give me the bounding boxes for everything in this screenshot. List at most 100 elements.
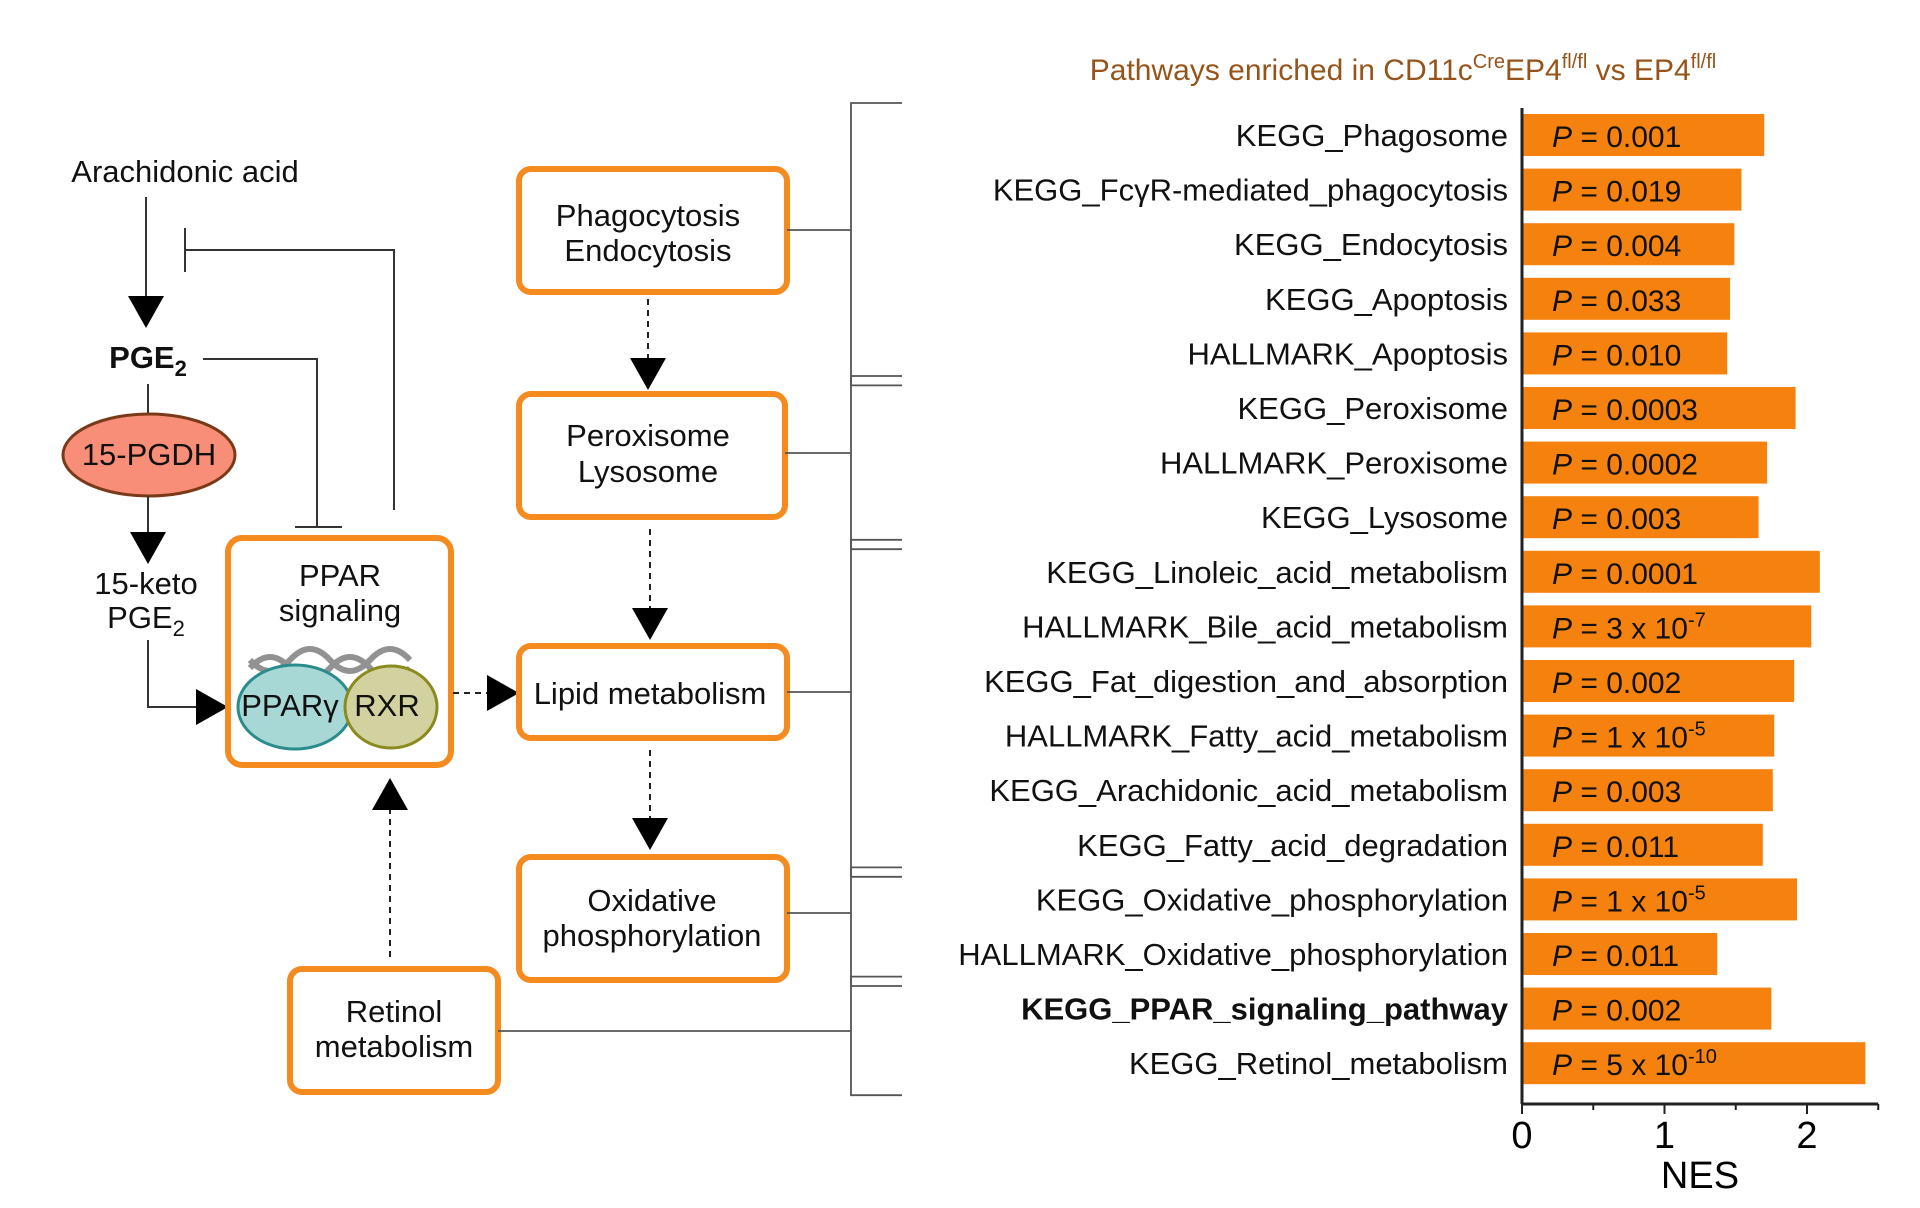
oxid-label-line2: phosphorylation — [543, 918, 762, 953]
x-tick-label: 0 — [1511, 1115, 1532, 1157]
bar — [1522, 714, 1775, 757]
bar-row: KEGG_Phagosome P = 0.001 — [1236, 114, 1765, 156]
group-bracket — [850, 538, 902, 878]
group-bracket — [850, 975, 902, 1097]
category-label: HALLMARK_Fatty_acid_metabolism — [1005, 719, 1508, 754]
phago-label-line2: Endocytosis — [564, 233, 731, 268]
category-label: KEGG_Oxidative_phosphorylation — [1036, 882, 1508, 917]
bar — [1522, 387, 1796, 429]
lipid-label: Lipid metabolism — [534, 676, 767, 711]
keto-pge2-label-line1: 15-keto — [94, 566, 197, 601]
perox-label-line2: Lysosome — [578, 454, 718, 489]
connector-lines — [498, 229, 851, 1032]
category-label: HALLMARK_Oxidative_phosphorylation — [958, 937, 1508, 972]
category-label: KEGG_Apoptosis — [1265, 282, 1508, 317]
bar — [1522, 168, 1742, 211]
category-label: KEGG_FcγR-mediated_phagocytosis — [993, 173, 1508, 208]
inhibition-line-pge2-to-ppar — [203, 358, 342, 528]
arrowhead — [487, 675, 519, 711]
category-label: HALLMARK_Peroxisome — [1160, 446, 1508, 481]
p-value-label: P = 0.003 — [1552, 503, 1681, 536]
bar — [1522, 933, 1718, 975]
bar-row: HALLMARK_Fatty_acid_metabolism P = 1 x 10… — [1005, 714, 1775, 757]
x-axis-label: NES — [1661, 1155, 1739, 1197]
bar-row: KEGG_Fatty_acid_degradation P = 0.011 — [1077, 823, 1763, 866]
pathway-diagram: Arachidonic acid PGE2 15-PGDH 15-keto PG… — [61, 154, 851, 1095]
x-tick-label: 1 — [1654, 1115, 1675, 1157]
ppar-gamma-label: PPARγ — [241, 688, 339, 723]
arrowhead — [630, 358, 666, 390]
rxr-ellipse — [343, 664, 439, 750]
retinol-label-line1: Retinol — [346, 994, 443, 1029]
ppar-label-line1: PPAR — [299, 558, 381, 593]
perox-label-line1: Peroxisome — [566, 418, 730, 453]
group-bracket — [850, 375, 902, 551]
p-value-label: P = 0.010 — [1552, 339, 1681, 372]
p-value-label: P = 0.0001 — [1552, 558, 1698, 591]
bar-row: KEGG_Linoleic_acid_metabolism P = 0.0001 — [1046, 550, 1820, 593]
bar-row: KEGG_Arachidonic_acid_metabolism P = 0.00… — [989, 769, 1773, 812]
p-value-label: P = 0.003 — [1552, 776, 1681, 809]
group-bracket — [850, 866, 902, 987]
pgdh-label: 15-PGDH — [82, 437, 216, 472]
inhibition-line-ppar-to-cox — [184, 228, 395, 510]
p-value-label: P = 0.011 — [1552, 831, 1679, 864]
p-value-label: P = 1 x 10-5 — [1552, 719, 1706, 755]
peroxisome-box — [516, 391, 788, 520]
bar-row: KEGG_Lysosome P = 0.003 — [1261, 496, 1759, 539]
bar-row: HALLMARK_Apoptosis P = 0.010 — [1188, 332, 1728, 375]
arrowhead — [632, 818, 668, 850]
group-brackets — [850, 102, 902, 1097]
retinol-label-line2: metabolism — [315, 1029, 474, 1064]
bar — [1522, 605, 1812, 648]
p-value-label: P = 0.002 — [1552, 667, 1681, 700]
bar — [1522, 496, 1759, 539]
p-value-label: P = 0.033 — [1552, 285, 1681, 318]
p-value-label: P = 1 x 10-5 — [1552, 882, 1706, 918]
bar — [1522, 441, 1768, 484]
arrowhead — [372, 778, 408, 810]
category-label: KEGG_Phagosome — [1236, 118, 1508, 153]
category-label: KEGG_Lysosome — [1261, 500, 1508, 535]
bar-row: KEGG_FcγR-mediated_phagocytosis P = 0.019 — [993, 168, 1742, 211]
p-value-label: P = 0.019 — [1552, 176, 1681, 209]
category-label: KEGG_Linoleic_acid_metabolism — [1046, 555, 1508, 590]
category-label: HALLMARK_Apoptosis — [1188, 336, 1509, 371]
category-label: KEGG_Arachidonic_acid_metabolism — [989, 773, 1508, 808]
arrow-keto-to-ppar — [147, 640, 196, 708]
arrowhead — [196, 689, 228, 725]
category-label: KEGG_Endocytosis — [1234, 227, 1508, 262]
bar — [1522, 660, 1795, 702]
bar — [1522, 223, 1735, 266]
nes-bar-chart: Pathways enriched in CD11cCreEP4fl/fl vs… — [850, 51, 1880, 1197]
keto-pge2-label-line2: PGE2 — [107, 600, 185, 641]
pge2-label: PGE2 — [109, 340, 187, 381]
category-label: KEGG_Fatty_acid_degradation — [1077, 828, 1508, 863]
category-label: KEGG_PPAR_signaling_pathway — [1021, 992, 1509, 1027]
bar-row: KEGG_PPAR_signaling_pathway P = 0.002 — [1021, 987, 1772, 1030]
arrowhead — [632, 608, 668, 640]
bar — [1522, 277, 1731, 320]
p-value-label: P = 0.001 — [1552, 121, 1681, 154]
p-value-label: P = 0.002 — [1552, 995, 1681, 1028]
oxidative-phosphorylation-box — [516, 854, 790, 983]
ppar-label-line2: signaling — [279, 593, 401, 628]
p-value-label: P = 0.004 — [1552, 230, 1681, 263]
category-label: HALLMARK_Bile_acid_metabolism — [1022, 609, 1508, 644]
group-bracket — [850, 102, 902, 387]
rxr-label: RXR — [354, 688, 419, 723]
bar-row: KEGG_Oxidative_phosphorylation P = 1 x 10… — [1036, 878, 1798, 921]
category-label: KEGG_Peroxisome — [1238, 391, 1509, 426]
arrowhead — [130, 532, 166, 564]
category-label: KEGG_Retinol_metabolism — [1129, 1046, 1508, 1081]
bar — [1522, 550, 1820, 593]
bar — [1522, 878, 1798, 921]
bar — [1522, 987, 1772, 1030]
